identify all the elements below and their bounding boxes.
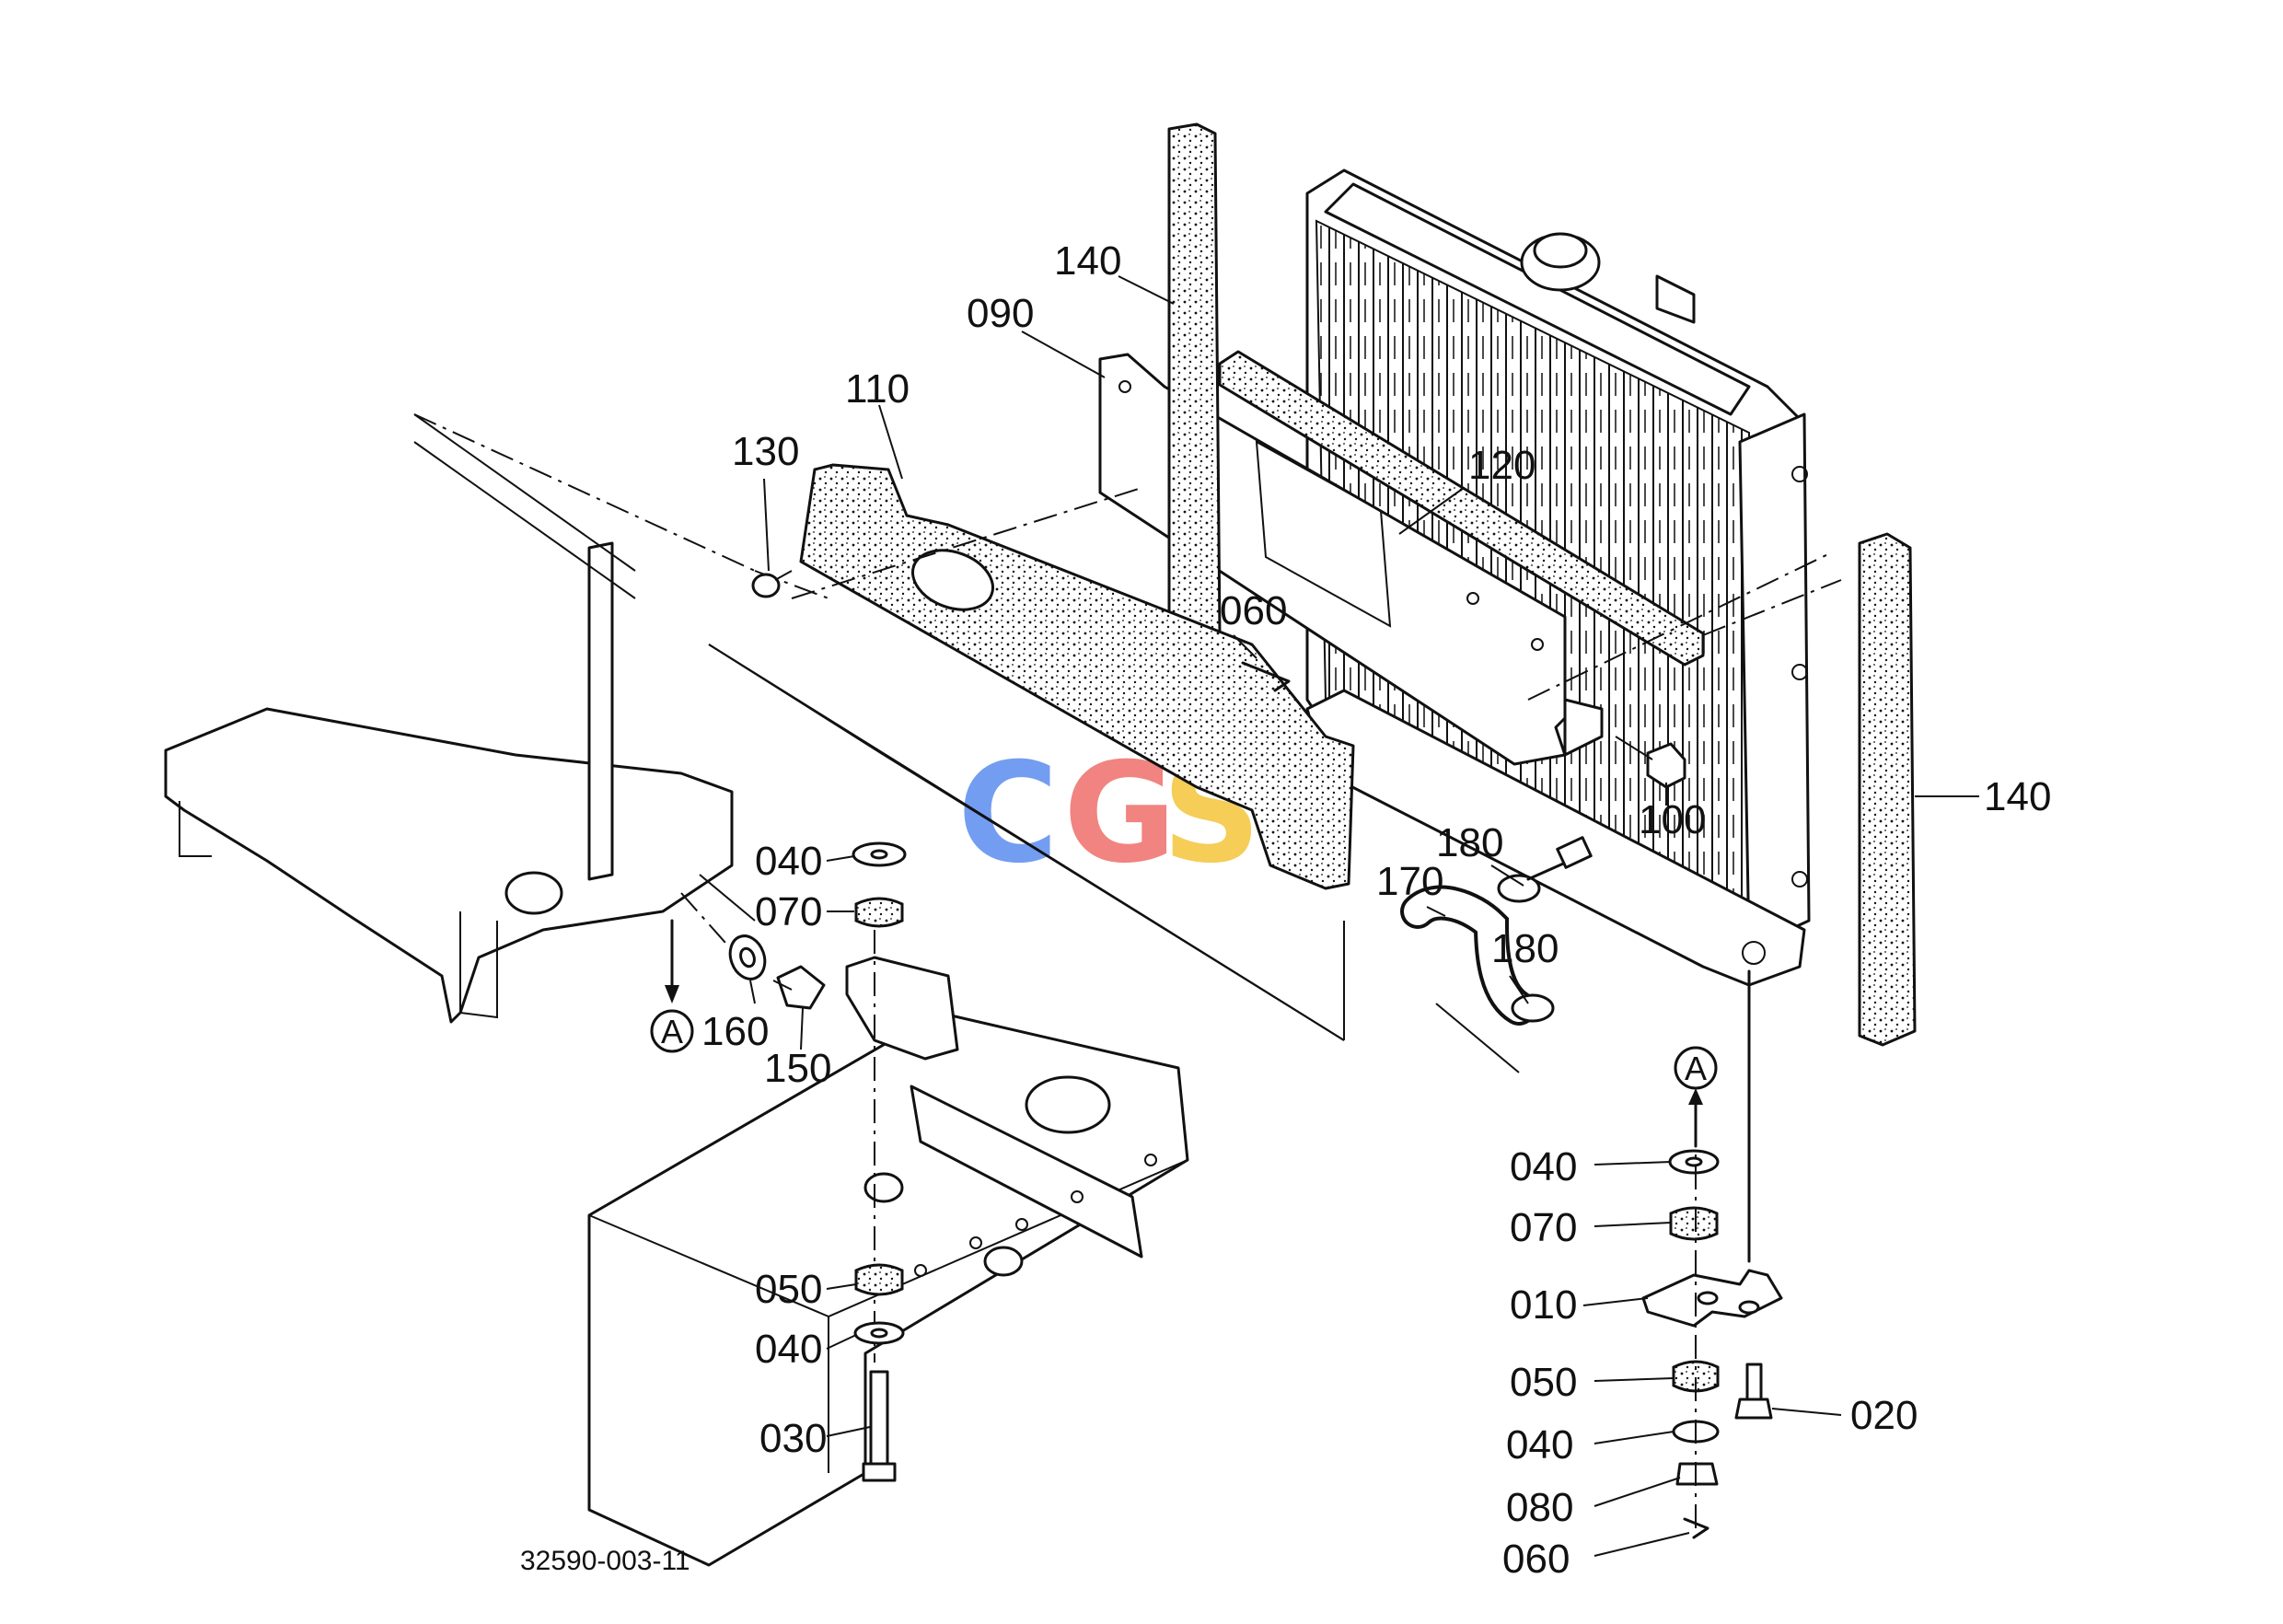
hose-170 (1400, 885, 1536, 1026)
callout-050-center: 050 (755, 1267, 822, 1312)
hardware-stack-right (1641, 1123, 1783, 1539)
grommet-130 (751, 570, 793, 598)
watermark-letter: C (957, 734, 1059, 894)
callout-040-center-bottom: 040 (755, 1327, 822, 1372)
callout-150: 150 (764, 1046, 831, 1091)
callout-140-upper: 140 (1054, 238, 1121, 284)
callout-070-center: 070 (755, 889, 822, 934)
hose-clamp-180-upper (1497, 836, 1593, 903)
rubber-mount-070-icon (854, 897, 904, 928)
bolt-100 (1615, 736, 1686, 789)
reference-mark-label: A (1685, 1050, 1707, 1087)
nut-080-icon (1675, 1462, 1719, 1486)
callout-110: 110 (845, 366, 910, 412)
lower-radiator-bracket (1305, 689, 1806, 1263)
bolt-020-icon (1745, 1363, 1763, 1401)
callout-180-upper: 180 (1436, 820, 1503, 865)
callout-060-lower: 060 (1502, 1537, 1570, 1582)
callout-090: 090 (967, 291, 1034, 336)
callout-010: 010 (1510, 1282, 1577, 1328)
reference-mark-label: A (661, 1013, 683, 1050)
clip-060 (1241, 661, 1291, 692)
callout-040-right-top: 040 (1510, 1144, 1577, 1189)
callout-130: 130 (732, 429, 799, 474)
reference-mark-a-left: A (650, 919, 694, 1053)
callout-140-right: 140 (1984, 774, 2051, 819)
callout-160: 160 (701, 1009, 769, 1054)
vertical-post (587, 541, 614, 881)
bolt-150 (772, 965, 826, 1010)
hose-clamp-180-lower (1511, 993, 1555, 1023)
left-frame-structure (164, 413, 734, 1024)
callout-020: 020 (1850, 1393, 1918, 1438)
callout-labels: 140 090 110 130 120 060 100 140 180 170 … (701, 238, 2051, 1582)
callout-080: 080 (1506, 1485, 1573, 1530)
drawing-code: 32590-003-11 (520, 1546, 690, 1576)
callout-180-lower: 180 (1491, 926, 1559, 971)
bolt-030-icon (869, 1370, 889, 1466)
callout-050-right: 050 (1510, 1360, 1577, 1405)
washer-160 (728, 934, 767, 980)
callout-030: 030 (759, 1416, 827, 1461)
seal-strip-120 (1218, 350, 1705, 667)
callout-120: 120 (1468, 443, 1536, 488)
foam-strip-140-left (1167, 122, 1222, 646)
hardware-stack-center (852, 841, 907, 1482)
foam-seal-plate-110 (799, 463, 1355, 890)
assembly-center-lines (413, 413, 1842, 1363)
callout-070-right: 070 (1510, 1205, 1577, 1250)
rubber-mount-050-icon (854, 1263, 904, 1296)
callout-100: 100 (1639, 797, 1706, 842)
foam-strip-140-right (1858, 532, 1917, 1047)
callout-060-upper: 060 (1220, 588, 1287, 633)
leader-lines (749, 275, 1979, 1557)
callout-170: 170 (1376, 859, 1443, 904)
callout-040-right-bottom: 040 (1506, 1422, 1573, 1467)
reference-mark-a-right: A (1674, 1046, 1718, 1148)
callout-040-center-top: 040 (755, 839, 822, 884)
